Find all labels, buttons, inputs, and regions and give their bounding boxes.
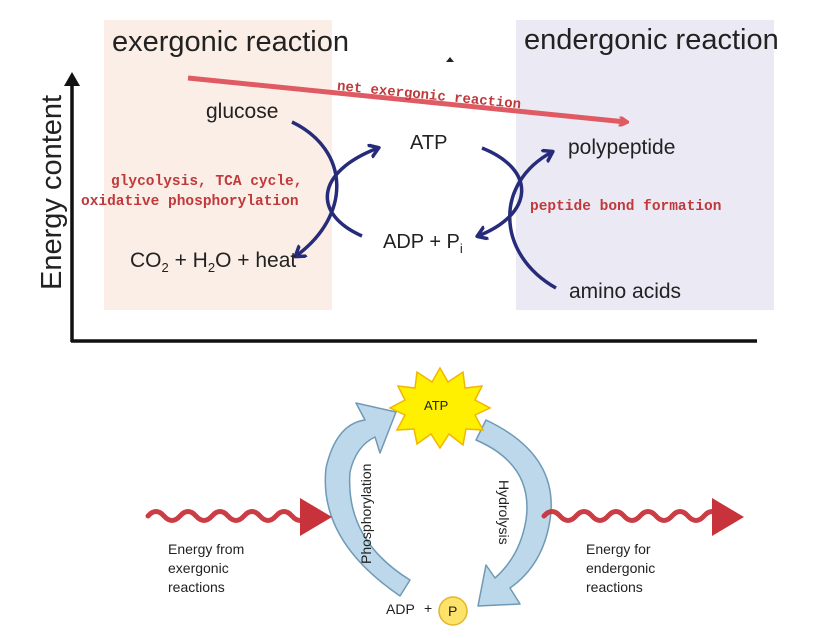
amino-acids-label: amino acids xyxy=(569,280,682,303)
y-axis-arrowhead xyxy=(64,72,80,86)
endergonic-header: endergonic reaction xyxy=(524,24,779,56)
glycolysis-label-line2: oxidative phosphorylation xyxy=(81,194,299,210)
phosphorylation-arrow xyxy=(324,402,411,597)
small-caret-mark xyxy=(446,57,454,62)
energy-for-wave-icon xyxy=(541,498,744,536)
glucose-to-co2-arrow xyxy=(291,120,339,256)
atp-label-bottom: ATP xyxy=(424,398,449,413)
glycolysis-label-line1: glycolysis, TCA cycle, xyxy=(111,174,303,190)
glucose-label: glucose xyxy=(206,100,279,123)
energy-from-label: Energy from exergonic reactions xyxy=(168,541,245,595)
energy-for-label: Energy for endergonic reactions xyxy=(586,541,656,595)
atp-starburst-icon xyxy=(388,366,492,450)
polypeptide-label: polypeptide xyxy=(568,136,676,159)
adp-label-bottom: ADP xyxy=(386,601,415,617)
peptide-bond-label: peptide bond formation xyxy=(530,199,722,215)
energy-from-wave-icon xyxy=(145,498,332,536)
exergonic-header: exergonic reaction xyxy=(112,26,349,58)
exergonic-panel xyxy=(104,20,332,310)
atp-to-adp-right-arrow xyxy=(478,146,524,236)
adp-pi-label: ADP + Pi xyxy=(383,231,463,256)
plus-sign: + xyxy=(424,600,433,616)
atp-label-top: ATP xyxy=(410,132,448,154)
net-reaction-arrow xyxy=(187,75,626,122)
phosphorylation-label: Phosphorylation xyxy=(358,463,374,564)
adp-to-atp-left-arrow xyxy=(325,148,378,238)
hydrolysis-arrow xyxy=(475,419,552,607)
phosphate-label: P xyxy=(448,603,458,619)
amino-to-polypeptide-arrow xyxy=(508,152,557,290)
phosphate-circle-icon xyxy=(438,596,468,626)
endergonic-panel xyxy=(516,20,774,310)
products-label: CO2 + H2O + heat xyxy=(130,249,297,275)
hydrolysis-label: Hydrolysis xyxy=(496,480,512,545)
